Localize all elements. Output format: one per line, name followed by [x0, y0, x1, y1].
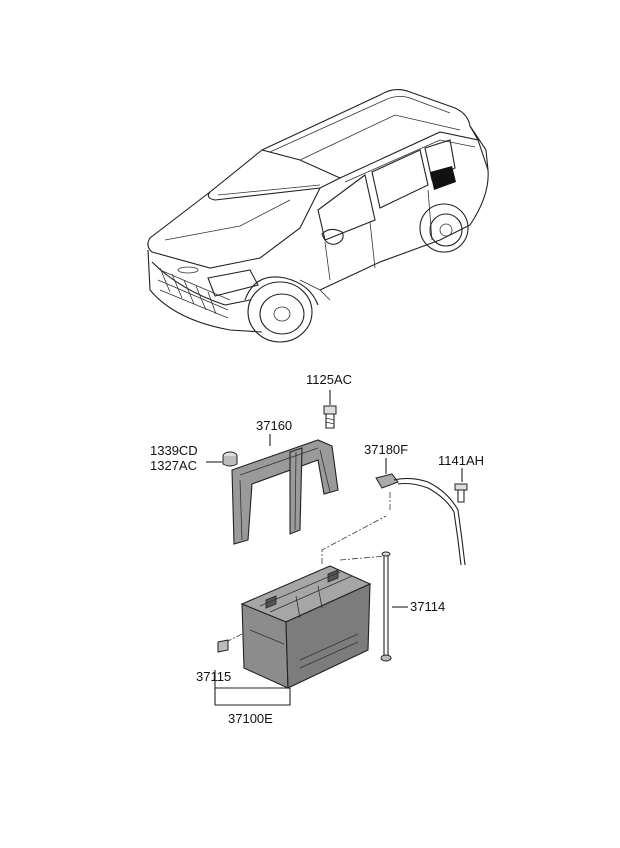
label-37115: 37115	[196, 669, 231, 684]
battery-location-marker	[430, 166, 456, 190]
label-37114: 37114	[410, 599, 445, 614]
vehicle-illustration	[147, 89, 489, 343]
front-wheel	[244, 276, 319, 343]
bolt-1125ac	[323, 405, 337, 429]
clip-37115	[217, 639, 229, 653]
rear-wheel	[419, 203, 469, 253]
battery-37100e	[240, 565, 372, 689]
bolt-1141ah	[454, 483, 468, 503]
label-37180f: 37180F	[364, 442, 408, 457]
stud-37114	[380, 551, 392, 662]
label-1125ac: 1125AC	[306, 372, 352, 387]
label-1327ac: 1327AC	[150, 458, 197, 473]
label-1141ah: 1141AH	[438, 453, 484, 468]
leader-lines	[206, 390, 463, 706]
front-grille	[159, 267, 217, 315]
label-37160: 37160	[256, 418, 292, 433]
label-1339cd: 1339CD	[150, 443, 198, 458]
battery-sensor-37180f	[375, 473, 466, 566]
battery-bracket-37160	[231, 439, 339, 545]
nut-1339cd	[222, 451, 238, 467]
label-37100e: 37100E	[228, 711, 273, 726]
